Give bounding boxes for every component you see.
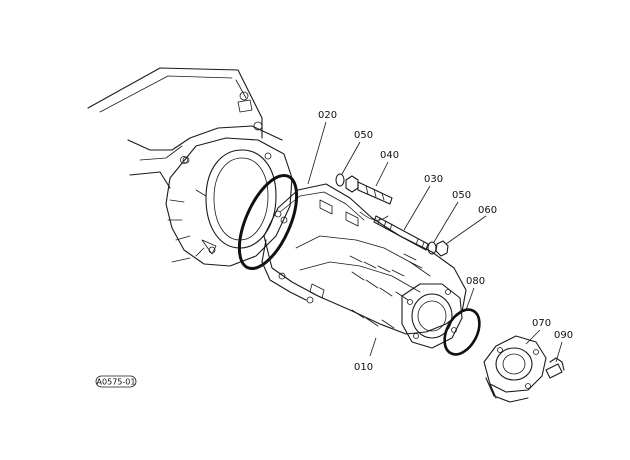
part-label-050-lower: 050 [452,190,471,201]
cover-070 [483,335,547,403]
part-label-030: 030 [424,174,443,185]
output-flange [401,283,463,349]
transmission-case-outline [87,67,283,263]
part-label-020: 020 [318,110,337,121]
part-label-010: 010 [354,362,373,373]
bolt-090 [545,357,565,379]
leader-lines [307,121,563,363]
stud-bolt-030 [373,215,429,251]
bolt-040 [345,175,393,205]
o-ring-020 [237,173,299,271]
nut-060 [435,240,449,257]
main-housing-010 [261,183,467,335]
figure-code: A0575-01 [97,378,136,387]
part-label-040: 040 [380,150,399,161]
flange-housing [165,137,293,267]
figure-code-badge: A0575-01 [95,375,137,388]
part-label-050-upper: 050 [354,130,373,141]
washer-050-upper [335,173,345,187]
o-ring-080 [443,308,481,356]
part-label-060: 060 [478,205,497,216]
part-labels: 020 050 040 030 050 060 080 070 090 010 [318,110,573,373]
part-label-080: 080 [466,276,485,287]
part-label-090: 090 [554,330,573,341]
part-label-070: 070 [532,318,551,329]
